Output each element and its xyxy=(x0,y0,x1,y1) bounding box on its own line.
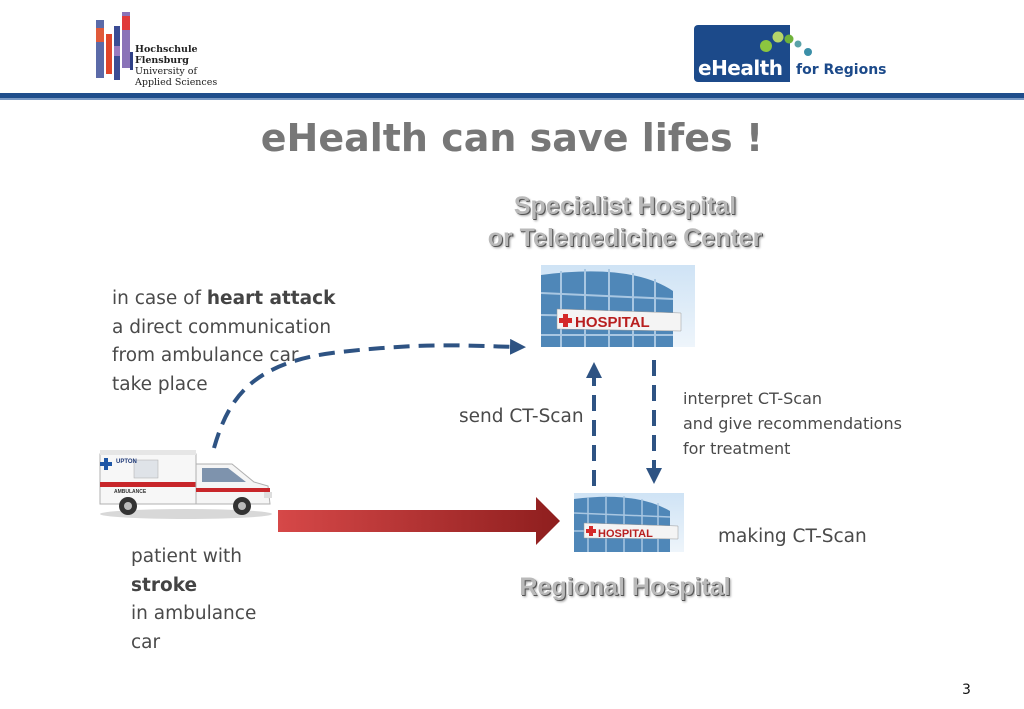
university-line-2: Flensburg xyxy=(135,55,189,66)
patient-line-4: car xyxy=(131,631,161,653)
ehealth-dots-icon xyxy=(760,31,812,56)
interpret-line-3: for treatment xyxy=(683,439,791,458)
university-logo xyxy=(96,12,133,80)
patient-line-1: patient with xyxy=(131,546,242,567)
university-name: Hochschule Flensburg University of Appli… xyxy=(135,44,217,88)
interpret-line-2: and give recommendations xyxy=(683,414,902,433)
solid-arrow-ambulance-to-regional xyxy=(278,497,560,545)
ambulance-image: UPTON AMBULANCE xyxy=(99,450,272,519)
regional-hospital-sign: HOSPITAL xyxy=(598,528,653,540)
slide-title: eHealth can save lifes ! xyxy=(260,116,764,160)
regional-hospital-image: HOSPITAL xyxy=(574,493,684,552)
header-rule xyxy=(0,93,1024,98)
page-number: 3 xyxy=(962,682,971,698)
interpret-line-1: interpret CT-Scan xyxy=(683,389,823,408)
interpret-note: interpret CT-Scan and give recommendatio… xyxy=(683,386,902,461)
university-line-3: University of xyxy=(135,66,198,77)
ambulance-side-text: AMBULANCE xyxy=(114,489,147,495)
ehealth-logo-word: eHealth xyxy=(698,56,783,80)
making-ct-scan-label: making CT-Scan xyxy=(718,526,867,547)
send-ct-scan-label: send CT-Scan xyxy=(459,406,584,427)
heart-attack-line-2: a direct communication xyxy=(112,316,332,338)
ambulance-upton-text: UPTON xyxy=(116,459,137,465)
header-rule-thin xyxy=(0,98,1024,100)
ehealth-logo-suffix: for Regions xyxy=(796,62,887,78)
regional-hospital-label: Regional Hospital xyxy=(519,573,731,601)
patient-line-2: stroke xyxy=(131,574,198,596)
heart-attack-line-3: from ambulance car xyxy=(112,345,299,366)
heart-attack-note: in case of heart attack a direct communi… xyxy=(112,285,335,399)
specialist-label-line-2: or Telemedicine Center xyxy=(487,224,763,252)
patient-note: patient with stroke in ambulance car xyxy=(131,543,256,657)
heart-attack-line-1: in case of heart attack xyxy=(112,288,336,309)
patient-line-3: in ambulance xyxy=(131,603,257,624)
specialist-hospital-label: Specialist Hospital or Telemedicine Cent… xyxy=(470,190,780,254)
university-line-4: Applied Sciences xyxy=(135,77,218,88)
specialist-hospital-image: HOSPITAL xyxy=(541,265,695,347)
heart-attack-line-4: take place xyxy=(112,373,208,395)
specialist-hospital-sign: HOSPITAL xyxy=(575,314,650,331)
specialist-label-line-1: Specialist Hospital xyxy=(513,192,737,220)
university-line-1: Hochschule xyxy=(135,44,198,55)
